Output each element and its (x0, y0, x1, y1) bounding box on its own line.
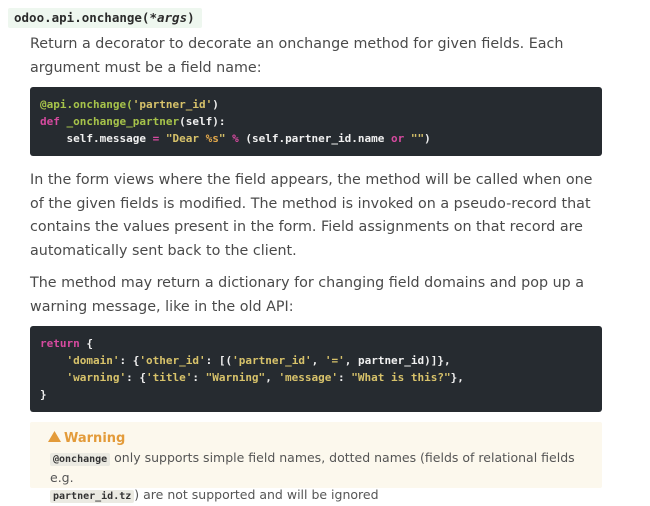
return-paragraph: The method may return a dictionary for c… (30, 275, 585, 315)
warning-triangle-icon (48, 431, 61, 446)
code-line: @api.onchange('partner_id') (40, 98, 219, 111)
signature-args: *args (149, 10, 188, 25)
warning-title: Warning (48, 431, 125, 446)
signature-close: ) (187, 10, 195, 25)
inline-code: @onchange (50, 453, 111, 466)
function-signature: odoo.api.onchange(*args) (8, 8, 202, 28)
inline-code: partner_id.tz (50, 490, 135, 503)
warning-text: @onchange only supports simple field nam… (50, 450, 575, 503)
code-line: self.message = "Dear %s" % (self.partner… (40, 132, 431, 145)
code-line: 'warning': {'title': "Warning", 'message… (40, 371, 464, 384)
code-line: def _onchange_partner(self): (40, 115, 226, 128)
code-line: return { (40, 337, 93, 350)
description-paragraph: In the form views where the field appear… (30, 172, 593, 259)
signature-name: odoo.api.onchange( (14, 10, 150, 25)
code-line: 'domain': {'other_id': [('partner_id', '… (40, 354, 451, 367)
warning-admonition: Warning @onchange only supports simple f… (30, 422, 602, 503)
code-block-return-example: return { 'domain': {'other_id': [('partn… (30, 326, 602, 412)
intro-paragraph: Return a decorator to decorate an onchan… (30, 36, 564, 76)
code-line: } (40, 388, 47, 401)
code-block-decorator-example: @api.onchange('partner_id') def _onchang… (30, 87, 602, 156)
